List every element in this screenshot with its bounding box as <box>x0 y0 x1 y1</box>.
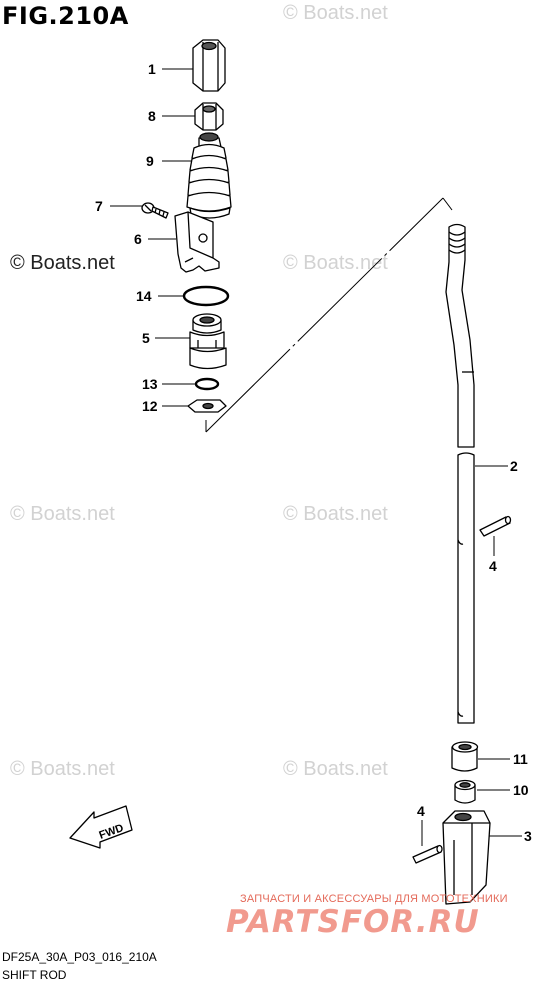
callout-12: 12 <box>142 398 158 414</box>
part-4-pin-upper <box>479 515 512 537</box>
watermark-dark: © Boats.net <box>10 252 115 274</box>
part-13-ring <box>194 377 220 391</box>
part-11-sleeve <box>451 741 479 772</box>
part-7-screw <box>141 202 169 219</box>
part-3-shift-arm <box>442 810 491 905</box>
model-code: DF25A_30A_P03_016_210A <box>2 950 157 964</box>
promo-tagline: ЗАПЧАСТИ И АКСЕССУАРЫ ДЛЯ МОТОТЕХНИКИ <box>240 893 508 905</box>
callout-4-upper: 4 <box>489 558 497 574</box>
part-8-nut <box>194 102 224 131</box>
callout-9: 9 <box>146 153 154 169</box>
watermark: © Boats.net <box>10 503 115 525</box>
figure-caption: SHIFT ROD <box>2 968 67 982</box>
callout-6: 6 <box>134 231 142 247</box>
watermark: © Boats.net <box>10 758 115 780</box>
callout-7: 7 <box>95 198 103 214</box>
callout-4-lower: 4 <box>417 803 425 819</box>
part-4-pin-lower <box>412 844 443 864</box>
leader-lines <box>110 68 522 846</box>
callout-13: 13 <box>142 376 158 392</box>
callout-11: 11 <box>513 751 528 767</box>
callout-1: 1 <box>148 61 156 77</box>
part-6-bracket <box>174 211 220 273</box>
callout-10: 10 <box>513 782 529 798</box>
part-9-bellows <box>186 132 232 219</box>
watermark: © Boats.net <box>283 758 388 780</box>
fwd-arrow-icon <box>69 805 133 849</box>
part-5-collar <box>189 313 227 370</box>
part-1-sleeve <box>192 39 226 92</box>
watermark: © Boats.net <box>283 2 388 24</box>
watermark: © Boats.net <box>283 503 388 525</box>
part-2-shift-rod <box>445 223 475 724</box>
promo-brand: PARTSFOR.RU <box>226 904 480 940</box>
callout-3: 3 <box>524 828 532 844</box>
callout-8: 8 <box>148 108 156 124</box>
callout-2: 2 <box>510 458 518 474</box>
part-12-washer <box>187 399 227 413</box>
part-14-o-ring <box>182 285 230 307</box>
part-10-bushing <box>454 779 476 804</box>
callout-14: 14 <box>136 288 152 304</box>
callout-5: 5 <box>142 330 150 346</box>
figure-title: FIG.210A <box>2 2 129 30</box>
watermark: © Boats.net <box>283 252 388 274</box>
